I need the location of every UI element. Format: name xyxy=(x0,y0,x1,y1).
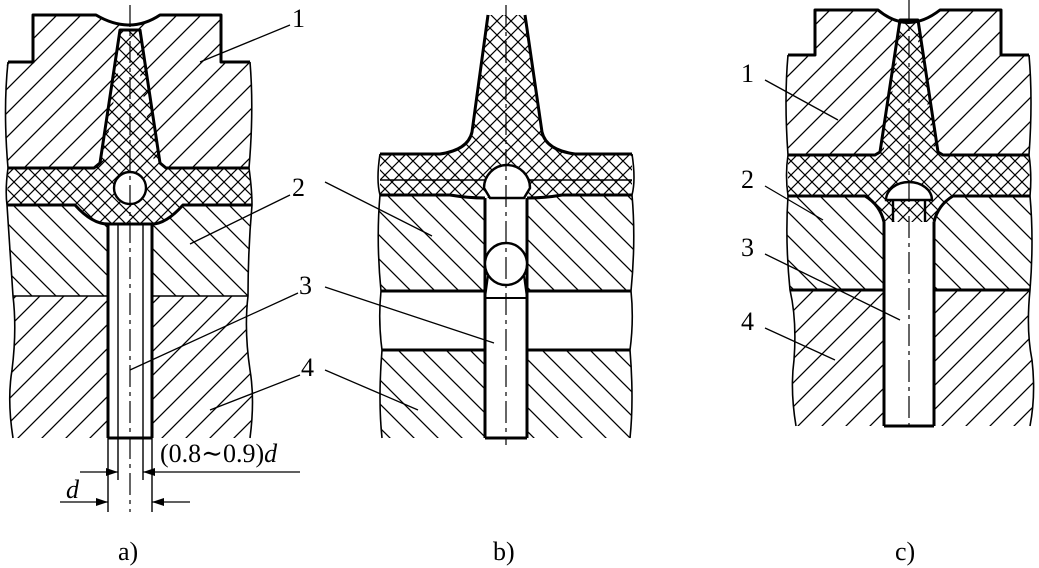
view-a-plate-2 xyxy=(7,205,252,296)
view-c-label-4: 4 xyxy=(741,307,754,336)
view-b-plate-2 xyxy=(378,195,634,291)
view-b: b) xyxy=(324,5,635,566)
view-a-label-1: 1 xyxy=(292,4,305,33)
view-b-caption: b) xyxy=(493,537,515,566)
view-c-plate-2 xyxy=(786,196,1032,290)
view-c-plate-1 xyxy=(786,10,1031,155)
view-a-caption: a) xyxy=(118,537,138,566)
view-c-label-2: 2 xyxy=(741,165,754,194)
view-c-label-3: 3 xyxy=(741,233,754,262)
view-a-plate-4 xyxy=(10,296,252,438)
view-c: 1 2 3 4 c) xyxy=(741,0,1035,566)
view-a-dim-diameter-d: d xyxy=(66,475,80,504)
view-b-plate-4 xyxy=(380,350,632,438)
view-a-label-4: 4 xyxy=(301,353,314,382)
view-c-caption: c) xyxy=(895,537,915,566)
view-a-plate-1 xyxy=(5,15,252,168)
view-a-label-3: 3 xyxy=(299,271,312,300)
view-a-dim-inner-diameter: (0.8∼0.9)d xyxy=(160,439,278,468)
view-a-label-2: 2 xyxy=(292,173,305,202)
view-a: 1 2 3 4 (0.8∼0.9)d d a) xyxy=(4,4,314,566)
view-c-label-1: 1 xyxy=(741,59,754,88)
view-c-plate-4 xyxy=(790,290,1034,426)
